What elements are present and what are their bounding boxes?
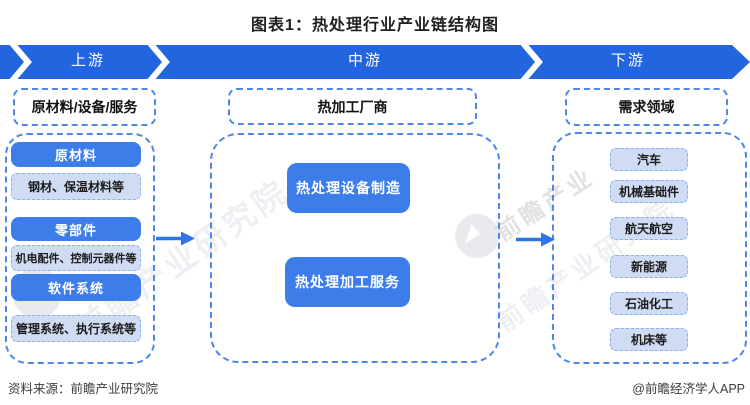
upstream-detail: 管理系统、执行系统等 [11,315,141,342]
downstream-item: 新能源 [610,255,688,278]
downstream-item: 石油化工 [610,292,688,315]
upstream-category: 原材料 [11,142,141,167]
banner-segment-midstream: 中游 [347,52,383,69]
upstream-detail: 钢材、保温材料等 [11,173,141,200]
source-note: 资料来源：前瞻产业研究院 [8,382,159,396]
midstream-item: 热处理设备制造 [287,163,410,213]
midstream-header: 热加工厂商 [228,88,477,125]
downstream-item: 机械基础件 [610,180,688,203]
downstream-container [552,132,747,364]
upstream-container [5,133,155,364]
banner-segment-upstream: 上游 [70,52,106,69]
banner-segment-downstream: 下游 [610,52,646,69]
credit-note: @前瞻经济学人APP [632,382,745,396]
arrow-right-icon [516,232,555,247]
page-title: 图表1：热处理行业产业链结构图 [251,17,499,34]
downstream-header: 需求领域 [565,88,728,126]
upstream-category: 零部件 [11,217,141,241]
chevron-banner [0,44,750,80]
downstream-item: 汽车 [610,148,688,171]
upstream-header: 原材料/设备/服务 [13,88,156,126]
midstream-container [210,133,500,363]
upstream-detail: 机电配件、控制元器件等 [11,245,141,271]
midstream-item: 热处理加工服务 [285,257,410,307]
downstream-item: 机床等 [610,328,688,351]
upstream-category: 软件系统 [11,274,141,301]
arrow-right-icon [156,231,195,246]
downstream-item: 航天航空 [610,217,688,240]
